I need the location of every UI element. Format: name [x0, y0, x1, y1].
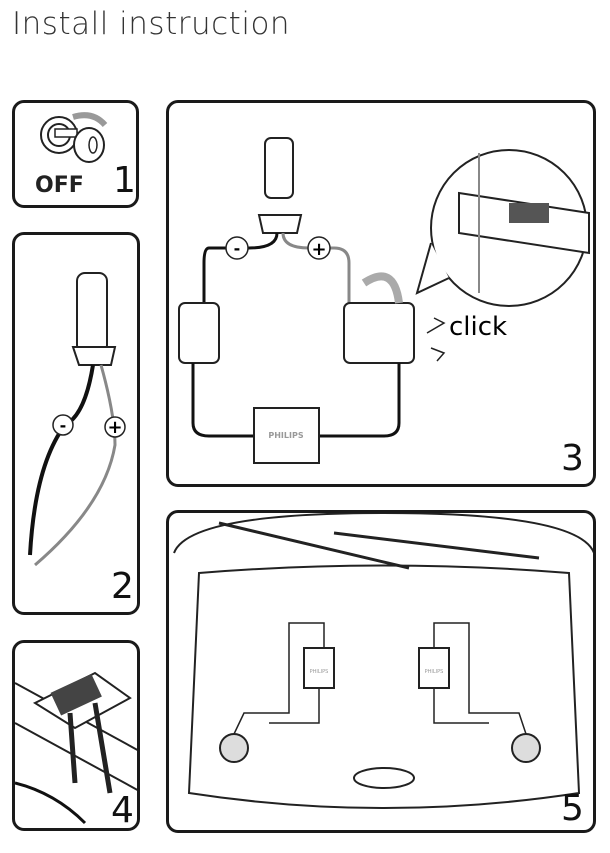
step-number: 5 — [561, 788, 584, 829]
step-2-panel: - + 2 — [12, 232, 140, 615]
connector-icon — [178, 302, 220, 364]
off-label: OFF — [35, 173, 84, 198]
headlight-right-icon — [511, 733, 541, 763]
click-label: click — [449, 312, 507, 342]
ignition-key-icon — [40, 112, 108, 163]
connector-clip-icon — [343, 302, 415, 364]
step-4-panel: 4 — [12, 640, 140, 831]
resistor-module-right-icon — [418, 647, 450, 689]
plus-label: + — [311, 239, 326, 260]
plus-label: + — [107, 417, 122, 438]
car-front-illustration: PHILIPS PHILIPS — [173, 513, 593, 809]
step-5-panel: PHILIPS PHILIPS 5 — [166, 510, 596, 833]
wiring-diagram: PHILIPS - + click — [178, 137, 590, 464]
resistor-module-left-icon — [303, 647, 335, 689]
brand-label: PHILIPS — [425, 669, 444, 675]
minus-label: - — [234, 239, 241, 258]
brand-label: PHILIPS — [310, 669, 329, 675]
headlight-left-icon — [219, 733, 249, 763]
wiper-icon — [218, 521, 540, 570]
step-3-panel: PHILIPS - + click 3 — [166, 100, 596, 487]
turn-arrow-icon — [72, 112, 108, 128]
hood-outline — [187, 564, 581, 809]
step-number: 2 — [111, 566, 134, 607]
minus-label: - — [60, 416, 67, 435]
resistor-module-icon — [253, 407, 320, 464]
brand-label: PHILIPS — [268, 431, 303, 440]
cable-tie-mounting-illustration — [15, 671, 137, 825]
bulb-wires-illustration: - + — [28, 272, 126, 567]
step-number: 3 — [561, 438, 584, 479]
step-number: 4 — [111, 790, 134, 831]
bulb-icon — [76, 272, 108, 354]
press-arrow-icon — [361, 272, 403, 304]
cable-tie-icon — [67, 702, 113, 794]
step-1-panel: OFF 1 — [12, 100, 139, 208]
bulb-icon — [264, 137, 294, 199]
page-title: Install instruction — [12, 6, 291, 42]
step-number: 1 — [113, 160, 136, 201]
